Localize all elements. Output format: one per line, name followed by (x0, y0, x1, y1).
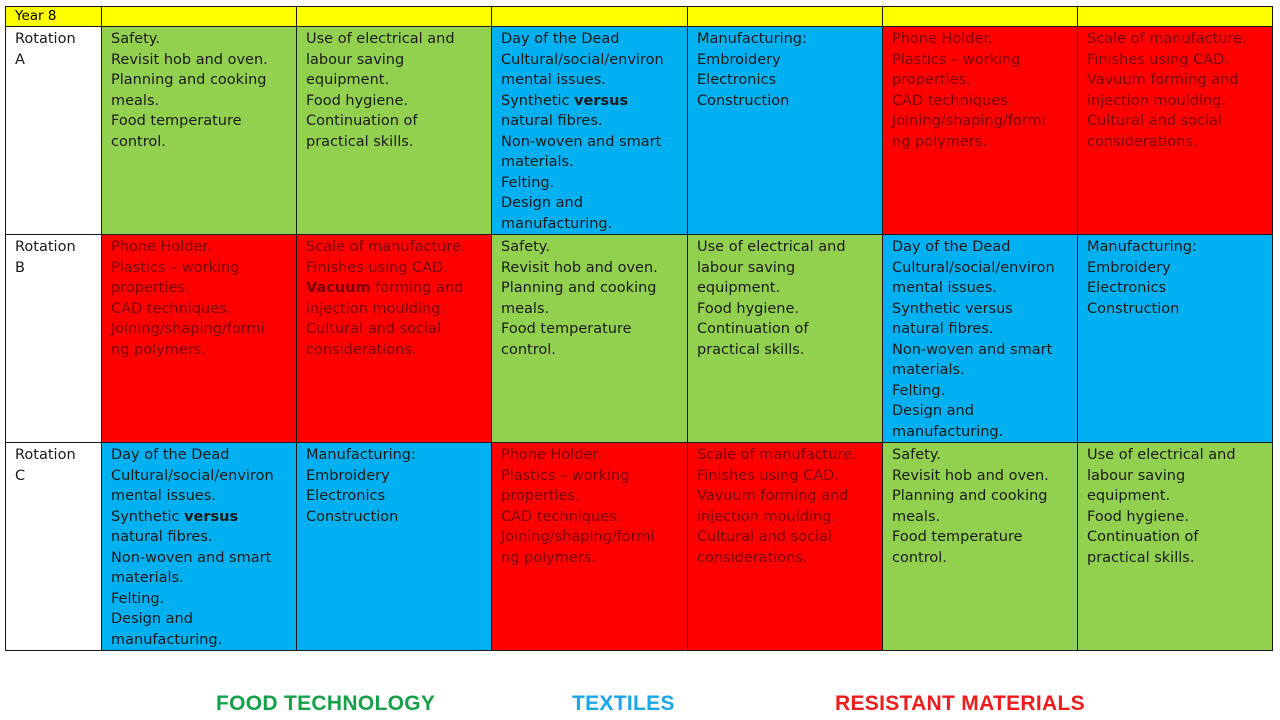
topic-text: natural fibres. Non-woven and smart mate… (111, 529, 272, 648)
topic-cell: Day of the Dead Cultural/social/environ … (882, 234, 1078, 443)
topic-text: Safety. Revisit hob and oven. Planning a… (892, 447, 1049, 566)
rotation-label: Rotation C (5, 442, 102, 651)
topic-text-bold: versus (184, 508, 239, 525)
header-row: Year 8 (5, 6, 1273, 27)
topic-cell: Phone Holder. Plastics – working propert… (882, 26, 1078, 235)
year-label: Year 8 (5, 6, 102, 27)
header-cell (1077, 6, 1273, 27)
topic-cell: Use of electrical and labour saving equi… (687, 234, 883, 443)
topic-text: Day of the Dead Cultural/social/environ … (501, 31, 664, 109)
header-cell (101, 6, 297, 27)
rotation-row: Rotation B Phone Holder. Plastics – work… (5, 234, 1273, 443)
legend-textiles: TEXTILES (572, 692, 675, 715)
topic-cell: Safety. Revisit hob and oven. Planning a… (882, 442, 1078, 651)
topic-cell: Manufacturing: Embroidery Electronics Co… (296, 442, 492, 651)
topic-cell: Scale of manufacture. Finishes using CAD… (1077, 26, 1273, 235)
topic-text: Phone Holder. Plastics – working propert… (501, 447, 655, 566)
topic-text: Manufacturing: Embroidery Electronics Co… (1087, 239, 1197, 317)
topic-text: Scale of manufacture. Finishes using CAD… (306, 239, 466, 276)
rotation-table: Year 8 Rotation A Safety. Revisit hob an… (5, 6, 1273, 651)
topic-cell: Phone Holder. Plastics – working propert… (101, 234, 297, 443)
topic-cell: Use of electrical and labour saving equi… (1077, 442, 1273, 651)
header-cell (882, 6, 1078, 27)
topic-text: Day of the Dead Cultural/social/environ … (111, 447, 274, 525)
topic-cell: Scale of manufacture. Finishes using CAD… (296, 234, 492, 443)
topic-cell: Safety. Revisit hob and oven. Planning a… (491, 234, 688, 443)
topic-cell: Phone Holder. Plastics – working propert… (491, 442, 688, 651)
topic-text: Use of electrical and labour saving equi… (697, 239, 846, 358)
topic-cell: Manufacturing: Embroidery Electronics Co… (687, 26, 883, 235)
topic-text: Scale of manufacture. Finishes using CAD… (697, 447, 857, 566)
header-cell (491, 6, 688, 27)
topic-text: Manufacturing: Embroidery Electronics Co… (306, 447, 416, 525)
topic-text: Safety. Revisit hob and oven. Planning a… (111, 31, 268, 150)
rotation-row: Rotation A Safety. Revisit hob and oven.… (5, 26, 1273, 235)
topic-text: Use of electrical and labour saving equi… (306, 31, 455, 150)
topic-text: Use of electrical and labour saving equi… (1087, 447, 1236, 566)
topic-text: Phone Holder. Plastics – working propert… (892, 31, 1046, 150)
topic-cell: Scale of manufacture. Finishes using CAD… (687, 442, 883, 651)
rotation-label: Rotation A (5, 26, 102, 235)
topic-cell: Safety. Revisit hob and oven. Planning a… (101, 26, 297, 235)
header-cell (687, 6, 883, 27)
header-cell (296, 6, 492, 27)
topic-text: Day of the Dead Cultural/social/environ … (892, 239, 1055, 440)
legend-food-technology: FOOD TECHNOLOGY (216, 692, 436, 715)
topic-cell: Day of the Dead Cultural/social/environ … (101, 442, 297, 651)
topic-text: Scale of manufacture. Finishes using CAD… (1087, 31, 1247, 150)
topic-cell: Day of the Dead Cultural/social/environ … (491, 26, 688, 235)
rotation-label: Rotation B (5, 234, 102, 443)
topic-text: natural fibres. Non-woven and smart mate… (501, 113, 662, 232)
topic-text: Manufacturing: Embroidery Electronics Co… (697, 31, 807, 109)
topic-text-bold: versus (574, 92, 629, 109)
topic-text: Safety. Revisit hob and oven. Planning a… (501, 239, 658, 358)
topic-text: forming and injection moulding. Cultural… (306, 280, 464, 358)
topic-cell: Manufacturing: Embroidery Electronics Co… (1077, 234, 1273, 443)
topic-text-bold: Vacuum (306, 280, 371, 296)
legend-resistant-materials: RESISTANT MATERIALS (835, 692, 1085, 715)
subject-legend: FOOD TECHNOLOGY TEXTILES RESISTANT MATER… (0, 692, 1280, 718)
topic-cell: Use of electrical and labour saving equi… (296, 26, 492, 235)
topic-text: Phone Holder. Plastics – working propert… (111, 239, 265, 358)
rotation-row: Rotation C Day of the Dead Cultural/soci… (5, 442, 1273, 651)
